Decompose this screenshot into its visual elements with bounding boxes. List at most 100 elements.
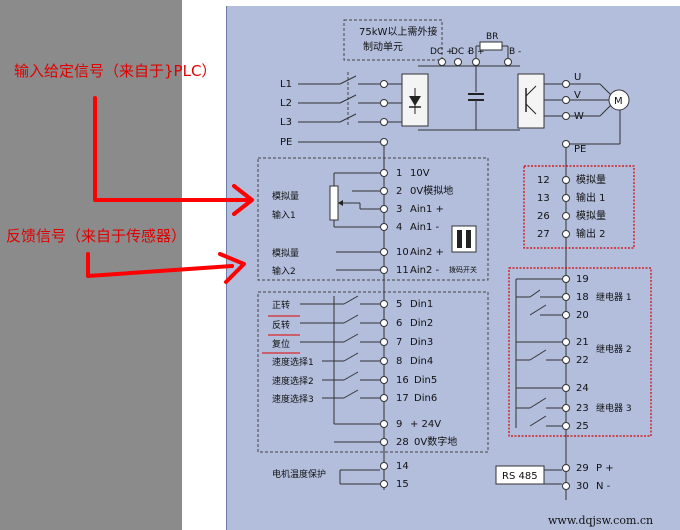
dc-plus-terminal — [438, 58, 446, 66]
svg-text:6: 6 — [396, 318, 402, 329]
brake-note-line2: 制动单元 — [363, 40, 403, 53]
b-minus-label: B - — [509, 47, 521, 57]
motor-temp-label: 电机温度保护 — [272, 468, 326, 480]
l2-label: L2 — [280, 98, 292, 109]
svg-text:反转: 反转 — [272, 319, 290, 331]
b-plus-terminal — [472, 58, 480, 66]
svg-text:Din6: Din6 — [414, 393, 437, 404]
pe-terminal — [380, 138, 388, 146]
svg-text:Ain1 -: Ain1 - — [410, 222, 439, 233]
terminal-14 — [380, 462, 388, 470]
motor-outputs: U V W PE M — [544, 72, 630, 155]
analog-input-frame — [257, 157, 489, 281]
svg-text:N -: N - — [596, 481, 611, 492]
dc-minus-label: DC - — [451, 47, 470, 57]
dip-switch-label: 拨码开关 — [449, 265, 477, 274]
svg-text:速度选择1: 速度选择1 — [272, 356, 314, 368]
svg-text:20: 20 — [576, 310, 589, 321]
relay-1-label: 继电器 1 — [596, 291, 632, 303]
feedback-signal-annotation: 反馈信号（来自于传感器） — [6, 227, 186, 245]
potentiometer-icon — [329, 185, 339, 221]
l3-terminal — [380, 118, 388, 126]
input-signal-arrow — [93, 96, 250, 202]
svg-text:24: 24 — [576, 383, 589, 394]
dc-minus-terminal — [454, 58, 462, 66]
inverter-block — [517, 73, 545, 129]
svg-text:速度选择2: 速度选择2 — [272, 375, 314, 387]
analog-in2-line2: 输入2 — [272, 265, 296, 277]
svg-text:16: 16 — [396, 375, 409, 386]
svg-text:模拟量: 模拟量 — [576, 173, 606, 186]
svg-text:28: 28 — [396, 437, 409, 448]
terminal-29 — [562, 464, 570, 472]
svg-text:10V: 10V — [410, 168, 430, 179]
svg-text:Din4: Din4 — [410, 356, 433, 367]
input-signal-annotation: 输入给定信号（来自于}PLC） — [14, 62, 216, 80]
svg-text:5: 5 — [396, 299, 402, 310]
svg-text:4: 4 — [396, 222, 402, 233]
svg-text:正转: 正转 — [272, 299, 290, 311]
svg-text:复位: 复位 — [272, 338, 290, 350]
svg-text:Ain1 +: Ain1 + — [410, 204, 444, 215]
svg-text:12: 12 — [537, 175, 550, 186]
svg-text:21: 21 — [576, 337, 589, 348]
l3-label: L3 — [280, 117, 292, 128]
svg-text:30: 30 — [576, 481, 589, 492]
motor-label: M — [614, 96, 623, 107]
svg-text:Din3: Din3 — [410, 337, 433, 348]
mains-inputs: L1 L2 L3 PE — [280, 72, 402, 148]
svg-text:模拟量: 模拟量 — [576, 209, 606, 222]
analog-output-terminals: 12 模拟量 13 输出 1 26 模拟量 27 输出 2 — [537, 173, 606, 240]
relay-highlight — [508, 267, 652, 437]
svg-text:Din1: Din1 — [410, 299, 433, 310]
w-terminal — [562, 112, 570, 120]
gray-side-panel — [0, 0, 182, 530]
svg-text:+ 24V: + 24V — [410, 419, 441, 430]
svg-text:Ain2 -: Ain2 - — [410, 265, 439, 276]
brake-note-line1: 75kW以上需外接 — [359, 25, 437, 38]
svg-text:27: 27 — [537, 229, 550, 240]
svg-text:14: 14 — [396, 461, 409, 472]
svg-text:输出 2: 输出 2 — [576, 227, 606, 240]
svg-text:Ain2 +: Ain2 + — [410, 247, 444, 258]
dip-switch-icon — [451, 225, 477, 253]
svg-text:Din5: Din5 — [414, 375, 437, 386]
svg-text:25: 25 — [576, 421, 589, 432]
relay-circuits — [515, 278, 562, 428]
svg-text:P +: P + — [596, 463, 614, 474]
b-minus-terminal — [504, 58, 512, 66]
svg-text:10: 10 — [396, 247, 409, 258]
digital-switches — [300, 295, 380, 443]
v-terminal — [562, 96, 570, 104]
svg-text:Din2: Din2 — [410, 318, 433, 329]
svg-text:1: 1 — [396, 168, 402, 179]
watermark: www.dqjsw.com.cn — [548, 514, 653, 527]
digital-terminals: 5 Din1 6 Din2 7 Din3 8 Din4 16 Din5 17 D… — [380, 299, 457, 448]
svg-text:18: 18 — [576, 292, 589, 303]
terminal-30 — [562, 482, 570, 490]
digital-labels: 正转 反转 复位 速度选择1 速度选择2 速度选择3 — [262, 299, 314, 405]
svg-text:8: 8 — [396, 356, 402, 367]
dc-plus-label: DC + — [430, 47, 454, 57]
svg-text:7: 7 — [396, 337, 402, 348]
analog-output-highlight — [523, 165, 635, 249]
relay-3-label: 继电器 3 — [596, 402, 632, 414]
relay-2-label: 继电器 2 — [596, 343, 632, 355]
svg-text:2: 2 — [396, 186, 402, 197]
svg-text:26: 26 — [537, 211, 550, 222]
svg-text:11: 11 — [396, 265, 409, 276]
l1-label: L1 — [280, 79, 292, 90]
svg-text:速度选择3: 速度选择3 — [272, 393, 314, 405]
relay-terminals: 19 18 20 21 22 24 23 25 继电器 1 继电器 2 继电器 … — [562, 274, 632, 432]
rs485-box — [495, 465, 545, 485]
motor-icon — [608, 89, 630, 111]
brake-resistor-icon — [479, 41, 503, 51]
svg-text:输出 1: 输出 1 — [576, 191, 606, 204]
svg-text:29: 29 — [576, 463, 589, 474]
l2-terminal — [380, 99, 388, 107]
svg-text:23: 23 — [576, 403, 589, 414]
svg-text:3: 3 — [396, 204, 402, 215]
analog-in2-line1: 模拟量 — [272, 247, 299, 259]
